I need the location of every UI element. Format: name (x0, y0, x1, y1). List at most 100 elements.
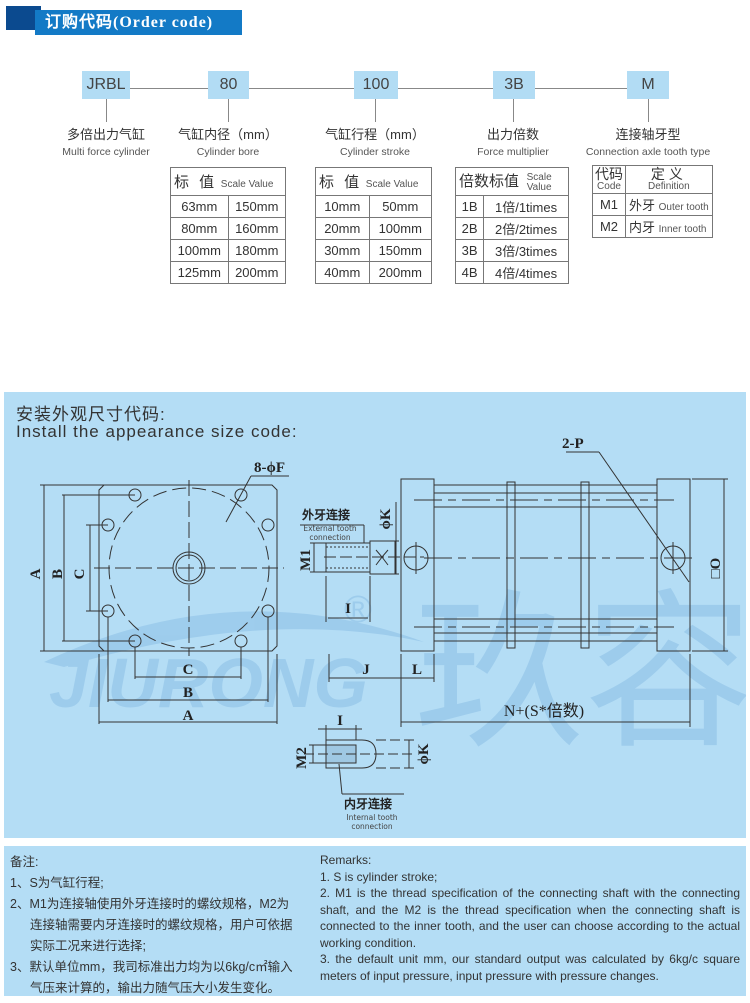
code-box-bore: 80 (208, 71, 249, 99)
tooth-cn: 内牙 (629, 220, 656, 235)
table-cell: 2B (454, 217, 485, 240)
leader-line (228, 99, 229, 122)
code-box-stroke: 100 (354, 71, 398, 99)
label-bore-cn: 气缸内径（mm） (178, 127, 278, 142)
table-header-cn: 倍数标值 (459, 173, 520, 191)
remark-item: 1、S为气缸行程; (10, 876, 104, 890)
label-stroke-cn: 气缸行程（mm） (325, 127, 425, 142)
table-header-en: Scale Value (220, 179, 274, 190)
code-box-tooth: M (627, 71, 669, 99)
table-cell: 150mm (227, 195, 286, 218)
remarks-panel: 备注: 1、S为气缸行程; 2、M1为连接轴使用外牙连接时的螺纹规格，M2为 连… (4, 846, 746, 996)
label-tooth-en: Connection axle tooth type (585, 146, 711, 158)
table-cell: 10mm (315, 195, 370, 218)
label-bore-en: Cylinder bore (196, 146, 260, 158)
dimension-drawing-panel: 安装外观尺寸代码: Install the appearance size co… (4, 392, 746, 838)
remark-item: 1. S is cylinder stroke; (320, 869, 438, 884)
svg-text:I: I (337, 713, 343, 729)
remarks-en: Remarks: 1. S is cylinder stroke; 2. M1 … (320, 852, 740, 984)
code-box-series: JRBL (82, 71, 130, 99)
remark-item: 3. the default unit mm, our standard out… (320, 952, 740, 983)
svg-text:connection: connection (309, 533, 351, 542)
tooth-en: Inner tooth (658, 224, 707, 235)
remark-item: 2. M1 is the thread specification of the… (320, 886, 740, 950)
svg-text:□O: □O (708, 558, 724, 579)
tooth-type-table: 代码 Code 定义 Definition M1 外牙 Outer tooth … (592, 165, 713, 238)
svg-text:外牙连接: 外牙连接 (302, 507, 350, 522)
leader-line (106, 99, 107, 122)
tooth-en: Outer tooth (658, 202, 709, 213)
leader-line (513, 99, 514, 122)
remark-item: 2、M1为连接轴使用外牙连接时的螺纹规格，M2为 (10, 897, 290, 911)
remarks-title-cn: 备注: (10, 855, 39, 869)
drawing-title-en: Install the appearance size code: (16, 422, 298, 441)
remark-item: 3、默认单位mm，我司标准出力均为以6kg/c㎡输入 (10, 960, 293, 974)
table-header-en: Value (526, 181, 552, 193)
table-cell: 4B (454, 261, 485, 284)
svg-text:I: I (345, 601, 351, 617)
table-cell: 外牙 Outer tooth (625, 193, 713, 216)
table-header-en: Scale (526, 171, 552, 183)
table-header-cn: 标 值 (174, 174, 218, 191)
tooth-cn: 外牙 (629, 198, 656, 213)
table-cell: 200mm (227, 261, 286, 284)
technical-drawing: JIURONG ® 玖容 (28, 436, 746, 831)
svg-text:External tooth: External tooth (303, 524, 357, 533)
svg-text:2-P: 2-P (562, 436, 584, 452)
table-cell: 200mm (368, 261, 432, 284)
svg-text:®: ® (344, 589, 372, 631)
table-cell: 50mm (368, 195, 432, 218)
remark-item: 气压来计算的，输出力随气压大小发生变化。 (30, 981, 281, 995)
svg-text:内牙连接: 内牙连接 (344, 796, 392, 811)
svg-text:A: A (183, 708, 194, 724)
svg-text:ϕK: ϕK (378, 508, 394, 529)
code-box-multiplier: 3B (493, 71, 535, 99)
table-header-cn: 标 值 (319, 174, 363, 191)
table-row: M2 内牙 Inner tooth (592, 215, 713, 238)
svg-text:JIURONG: JIURONG (49, 644, 368, 722)
label-multiplier-en: Force multiplier (477, 146, 549, 158)
table-header-en: Scale Value (365, 179, 419, 190)
table-cell: 63mm (170, 195, 229, 218)
table-cell: 30mm (315, 239, 370, 262)
table-cell: 1倍/1times (483, 195, 569, 218)
remark-item: 实际工况来进行选择; (30, 939, 146, 953)
svg-text:A: A (28, 568, 44, 579)
table-cell: 3倍/3times (483, 239, 569, 262)
table-cell: 80mm (170, 217, 229, 240)
table-cell: 20mm (315, 217, 370, 240)
leader-line (648, 99, 649, 122)
svg-text:ϕK: ϕK (416, 743, 432, 764)
table-cell: 125mm (170, 261, 229, 284)
svg-text:J: J (362, 662, 370, 678)
label-stroke-en: Cylinder stroke (339, 146, 411, 158)
label-multiplier-cn: 出力倍数 (486, 127, 539, 142)
watermark-logo: JIURONG ® 玖容 (44, 575, 746, 773)
drawing-title-cn: 安装外观尺寸代码: (16, 405, 166, 424)
table-cell: 150mm (368, 239, 432, 262)
svg-text:C: C (183, 662, 194, 678)
svg-text:B: B (50, 569, 66, 579)
label-series-en: Multi force cylinder (62, 146, 150, 158)
table-cell: 内牙 Inner tooth (625, 215, 713, 238)
svg-text:N+(S*倍数): N+(S*倍数) (504, 702, 584, 720)
svg-text:M2: M2 (294, 747, 310, 769)
table-header-cn: 代码 (595, 166, 623, 182)
table-cell: 4倍/4times (483, 261, 569, 284)
leader-line (375, 99, 376, 122)
table-cell: M1 (592, 193, 626, 216)
svg-text:L: L (412, 662, 422, 678)
svg-text:B: B (183, 685, 193, 701)
table-cell: 2倍/2times (483, 217, 569, 240)
table-row: M1 外牙 Outer tooth (592, 193, 713, 216)
svg-text:connection: connection (351, 822, 393, 831)
